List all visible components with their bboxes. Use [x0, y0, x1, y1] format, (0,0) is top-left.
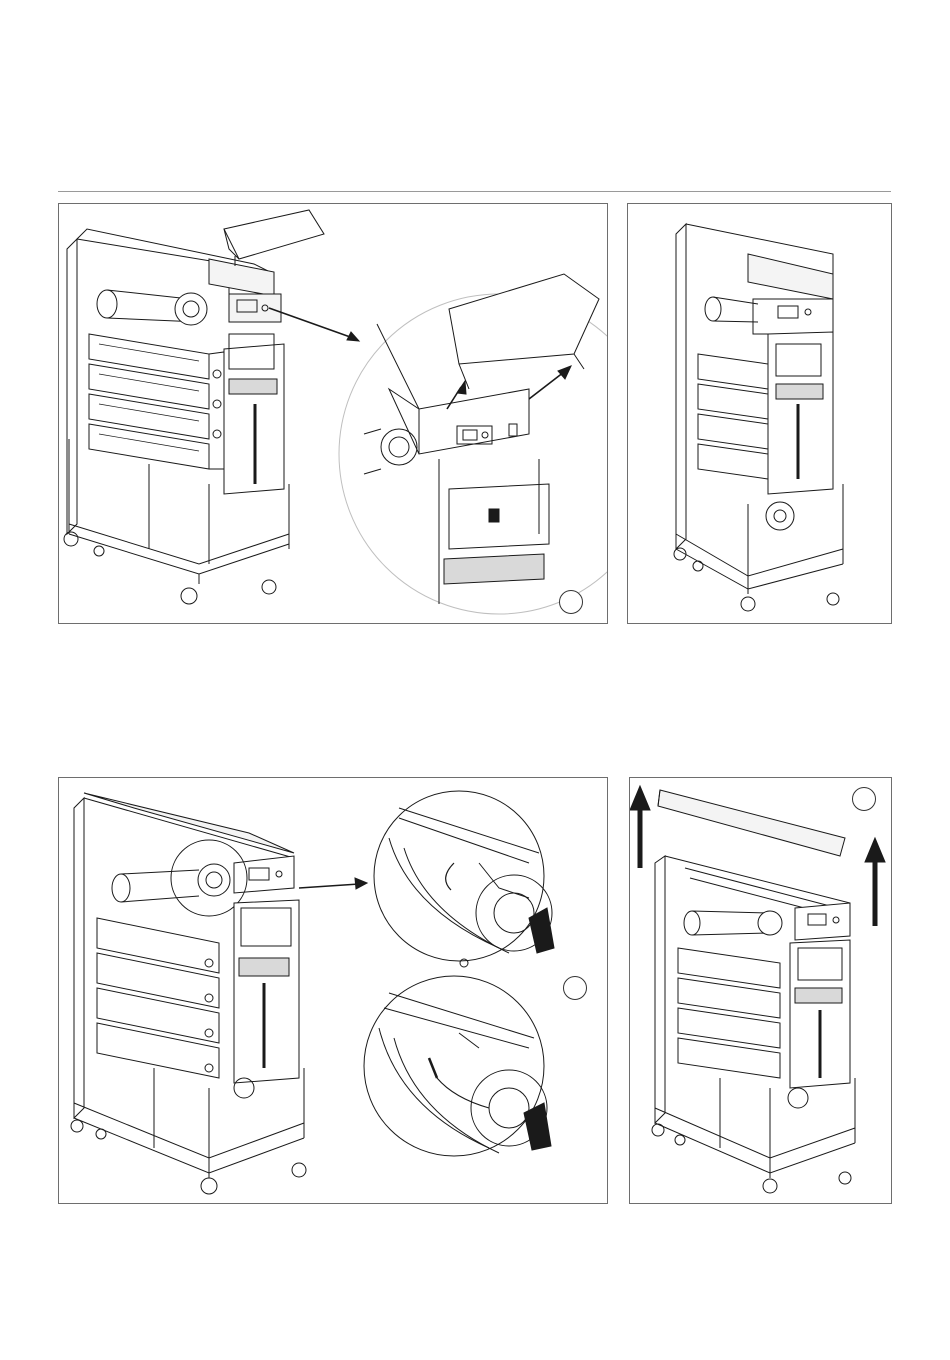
figure-panel-1: [58, 203, 608, 624]
figure-panel-4: [629, 777, 892, 1204]
unit-drawing-with-detail: [59, 204, 607, 623]
step-marker: [852, 787, 876, 811]
unit-drawing-connector-detail: [59, 778, 607, 1203]
header-divider: [58, 191, 891, 192]
unit-drawing-cover-removed: [628, 204, 891, 623]
step-marker: [563, 976, 587, 1000]
step-marker: [559, 590, 583, 614]
figure-panel-2: [627, 203, 892, 624]
unit-drawing-lid-lifted: [630, 778, 891, 1203]
figure-panel-3: [58, 777, 608, 1204]
